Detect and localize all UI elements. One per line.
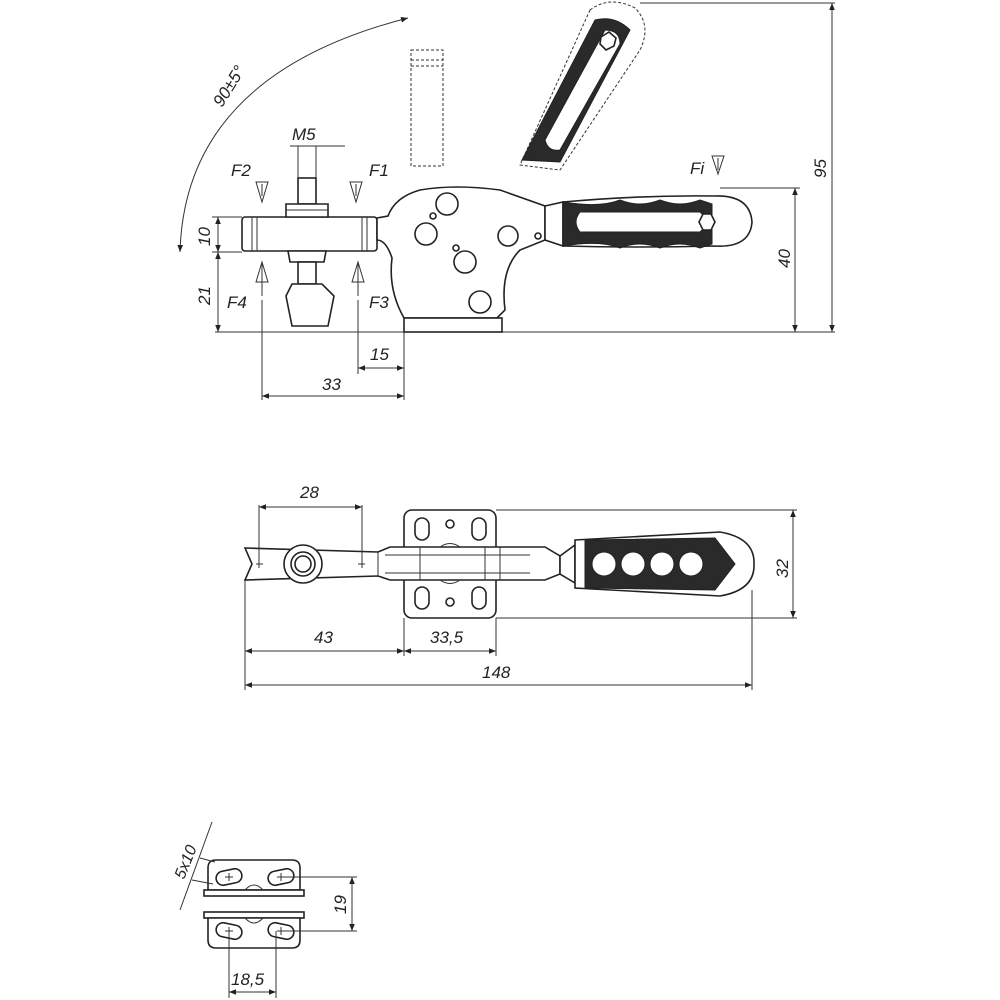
handle-open bbox=[519, 1, 646, 171]
top-handle bbox=[559, 531, 755, 597]
angle-label: 90±5° bbox=[209, 62, 249, 110]
dim-15: 15 bbox=[370, 345, 389, 364]
clamp-arm bbox=[241, 216, 378, 252]
dim-19: 19 bbox=[331, 895, 350, 914]
force-f3: F3 bbox=[369, 293, 389, 312]
dim-21: 21 bbox=[195, 286, 214, 306]
dim-95: 95 bbox=[811, 159, 830, 178]
dim-18-5: 18,5 bbox=[231, 970, 265, 989]
clamp-body bbox=[376, 186, 546, 333]
force-fi: Fi bbox=[690, 159, 705, 178]
top-view: 28 32 43 33,5 148 bbox=[243, 483, 797, 690]
base-view: 5x10 19 18,5 bbox=[172, 821, 357, 998]
thread-label: M5 bbox=[292, 125, 316, 144]
handle bbox=[544, 195, 753, 249]
dim-32: 32 bbox=[773, 559, 792, 578]
force-f1: F1 bbox=[369, 161, 389, 180]
force-arrows bbox=[255, 155, 725, 296]
dim-43: 43 bbox=[314, 628, 333, 647]
force-f4: F4 bbox=[227, 293, 247, 312]
dim-40: 40 bbox=[775, 249, 794, 268]
dim-slot: 5x10 bbox=[172, 843, 201, 882]
side-view: 90±5° M5 F2 F1 F4 F3 Fi 95 40 10 21 bbox=[177, 1, 835, 400]
dim-33-5: 33,5 bbox=[430, 628, 464, 647]
dim-33: 33 bbox=[322, 375, 341, 394]
spindle bbox=[285, 177, 335, 327]
dim-28: 28 bbox=[299, 483, 319, 502]
spindle-raised-outline bbox=[410, 49, 444, 167]
dim-10: 10 bbox=[195, 227, 214, 246]
force-f2: F2 bbox=[231, 161, 251, 180]
dim-148: 148 bbox=[482, 663, 511, 682]
